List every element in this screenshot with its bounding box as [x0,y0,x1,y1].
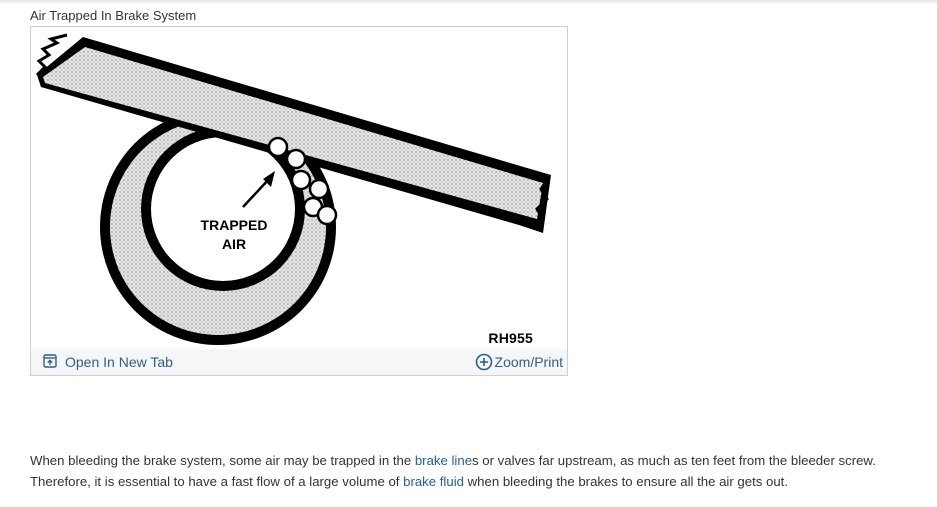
open-new-tab-button[interactable]: Open In New Tab [43,354,173,370]
arrow-line [242,178,270,208]
brake-line-link[interactable]: brake line [414,453,473,468]
paragraph-text-1: When bleeding the brake system, some air… [30,453,415,468]
brake-fluid-link[interactable]: brake fluid [403,474,464,489]
figure-toolbar: Open In New Tab Zoom/Print [31,349,567,375]
top-shadow [0,0,937,4]
paragraph-text-2: s or valves far upstream, as much as ten… [30,453,876,489]
pipe-cut-end-right [532,176,551,229]
open-new-tab-icon [43,354,57,369]
arrow-head [263,171,275,187]
article-paragraph: When bleeding the brake system, some air… [30,450,910,492]
pipe-cut-end [35,33,68,77]
figure-title: Air Trapped In Brake System [30,8,197,23]
coil-center [151,137,295,281]
figure-ref-code: RH955 [488,330,533,346]
figure-container: TRAPPED AIR RH955 Open In New Tab [30,26,568,376]
brake-line-illustration: TRAPPED AIR [35,33,551,345]
pipe-interior [43,47,543,219]
air-label: AIR [222,236,246,252]
zoom-print-button[interactable]: Zoom/Print [475,353,563,371]
air-bubbles [267,136,338,226]
open-new-tab-label: Open In New Tab [65,354,173,370]
zoom-print-label: Zoom/Print [494,354,563,370]
trapped-label: TRAPPED [201,217,268,233]
paragraph-text-3: when bleeding the brakes to ensure all t… [463,474,789,489]
zoom-plus-icon [475,353,493,371]
